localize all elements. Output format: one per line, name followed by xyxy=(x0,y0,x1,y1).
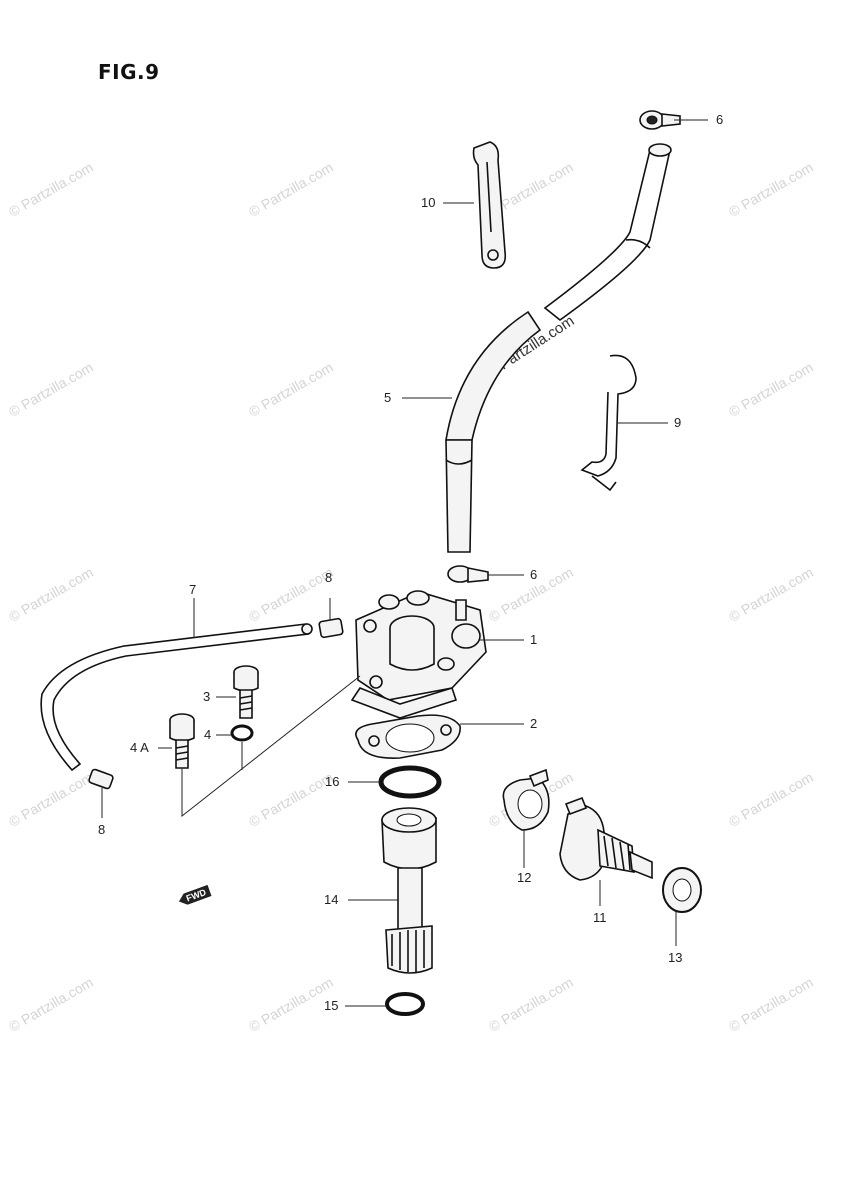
part-7-hose xyxy=(40,623,313,772)
callout-6-top: 6 xyxy=(716,112,724,127)
callout-8-bottom: 8 xyxy=(98,822,106,837)
callout-6-mid: 6 xyxy=(530,567,538,582)
callout-12: 12 xyxy=(517,870,532,885)
part-8-plug-top xyxy=(318,617,344,639)
part-6-clamp-top xyxy=(639,110,681,130)
callout-11: 11 xyxy=(593,910,607,925)
part-13-seal xyxy=(662,867,702,913)
part-9-clip xyxy=(580,354,637,492)
callout-5: 5 xyxy=(384,390,392,405)
part-4-washer xyxy=(230,724,254,742)
callout-2: 2 xyxy=(530,716,538,731)
part-10-bracket xyxy=(472,141,507,269)
part-6-clamp-mid xyxy=(447,565,489,583)
callout-7: 7 xyxy=(189,582,197,597)
callout-16: 16 xyxy=(325,774,340,789)
figure-title: FIG.9 xyxy=(98,60,160,84)
part-3-bolt xyxy=(233,665,259,719)
callout-3: 3 xyxy=(203,689,211,704)
callout-14: 14 xyxy=(324,892,339,907)
part-12-bushing xyxy=(502,768,550,831)
part-16-o-ring xyxy=(378,765,442,799)
part-2-gasket xyxy=(355,714,461,759)
callout-15: 15 xyxy=(324,998,339,1013)
callout-1: 1 xyxy=(530,632,538,647)
callout-4: 4 xyxy=(204,727,212,742)
callout-8-top: 8 xyxy=(325,570,333,585)
part-11-worm-shaft xyxy=(559,796,653,881)
callout-9: 9 xyxy=(674,415,682,430)
part-15-washer xyxy=(385,992,425,1016)
leader-lines xyxy=(101,119,708,1007)
part-4a-bolt xyxy=(169,713,195,769)
part-14-gear-shaft xyxy=(381,807,437,974)
part-1-oil-pump xyxy=(350,590,487,719)
callout-4a: 4 A xyxy=(130,740,149,755)
part-5-hose xyxy=(445,143,672,553)
callout-10: 10 xyxy=(421,195,436,210)
part-8-plug-bottom xyxy=(88,768,114,790)
callout-13: 13 xyxy=(668,950,683,965)
